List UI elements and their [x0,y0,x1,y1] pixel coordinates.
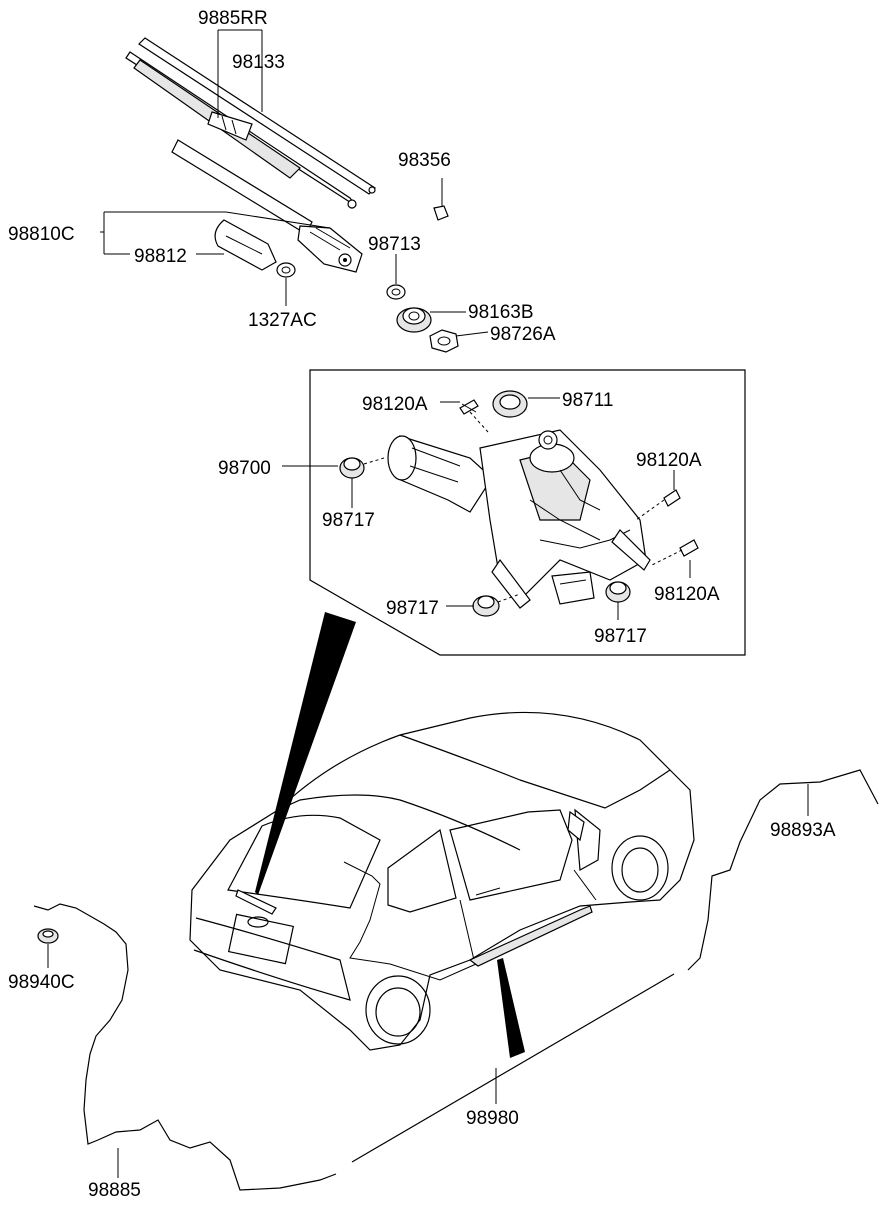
nut-1327ac [276,262,296,278]
label-98120a-right: 98120A [636,450,702,471]
wiper-blade [125,37,376,209]
grommet-98717-bottom [472,593,521,617]
label-98700: 98700 [218,458,271,479]
label-98163b: 98163B [468,302,534,323]
label-9885rr: 9885RR [198,8,268,29]
label-98810c: 98810C [8,224,75,245]
bolt-98120a-right-lower [649,539,699,567]
label-1327ac: 1327AC [248,310,317,331]
label-98885: 98885 [88,1180,141,1201]
label-98717-bottom: 98717 [386,598,439,619]
part-labels: 9885RR 98133 98356 98810C 98812 98713 13… [8,8,836,1201]
nut-98726a [429,329,459,353]
label-98713: 98713 [368,234,421,255]
wiper-motor [387,429,651,609]
label-98120a-top: 98120A [362,394,428,415]
grommet-98940c [37,928,59,944]
seal-98711 [492,390,528,418]
label-98940c: 98940C [8,972,75,993]
bolt-98120a-right-upper [635,489,681,521]
label-98893a: 98893A [770,820,836,841]
grommet-98717-right [605,581,631,603]
hose-98885 [33,903,337,1191]
pointer-to-door-sill [497,958,525,1058]
label-98812: 98812 [134,246,187,267]
grommet-98717-left [339,457,385,479]
motor-assembly-box [309,369,746,656]
label-98726a: 98726A [490,324,556,345]
bolt-98120a-top [459,399,489,433]
leader-lines [47,29,809,1178]
clip-98356 [433,205,449,221]
car-body [189,711,695,1051]
washer-98713 [386,284,406,300]
wiper-arm [171,139,363,273]
grommet-98163b [396,307,432,333]
label-98133: 98133 [232,52,285,73]
tube-98980 [351,973,675,1163]
label-98717-right: 98717 [594,626,647,647]
label-98980: 98980 [466,1108,519,1129]
hose-98893a [687,769,879,971]
pointer-to-tailgate [255,612,356,895]
label-98356: 98356 [398,150,451,171]
label-98120a-lower: 98120A [654,584,720,605]
label-98717-left: 98717 [322,510,375,531]
arm-cap [214,219,277,271]
label-98711: 98711 [562,390,613,411]
